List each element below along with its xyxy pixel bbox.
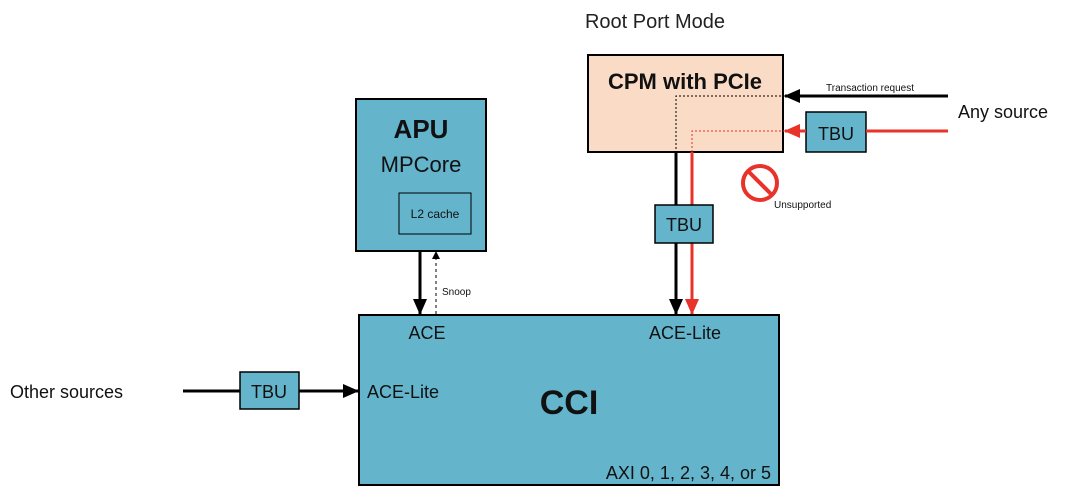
cpm-label: CPM with PCIe	[608, 69, 762, 94]
cpm-block	[587, 54, 784, 153]
cci-axi-label: AXI 0, 1, 2, 3, 4, or 5	[606, 463, 771, 483]
tbu-middle-label: TBU	[666, 215, 702, 235]
tbu-left-label: TBU	[251, 382, 287, 402]
cci-port-ace-lite-top: ACE-Lite	[649, 323, 721, 343]
other-sources-label: Other sources	[10, 382, 123, 402]
unsupported-icon	[741, 164, 779, 202]
cpm-internal-path-black	[675, 95, 785, 152]
cci-port-ace-lite-left: ACE-Lite	[367, 382, 439, 402]
cci-port-ace: ACE	[408, 323, 445, 343]
snoop-label: Snoop	[442, 287, 471, 298]
any-source-label: Any source	[958, 102, 1048, 122]
tbu-left-block	[239, 371, 300, 410]
diagram-title: Root Port Mode	[585, 11, 725, 33]
unsupported-label: Unsupported	[774, 200, 831, 211]
transaction-request-label: Transaction request	[826, 83, 914, 94]
tbu-middle-block	[654, 204, 714, 244]
cci-block	[358, 314, 780, 486]
cci-label: CCI	[540, 384, 599, 422]
tbu-right-label: TBU	[818, 124, 854, 144]
cpm-internal-path-red	[691, 130, 785, 152]
apu-label: APU	[394, 114, 449, 144]
l2-cache-label: L2 cache	[411, 207, 460, 221]
l2-cache-block	[398, 192, 472, 235]
apu-sublabel: MPCore	[381, 152, 462, 177]
